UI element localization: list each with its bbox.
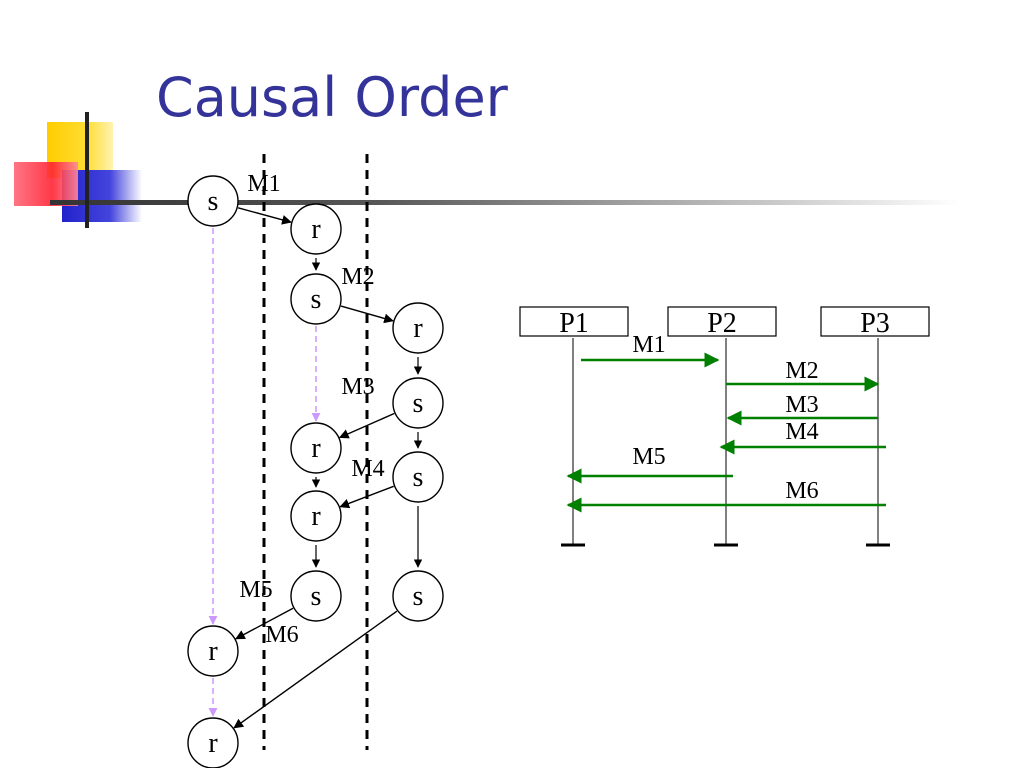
message-label-m6: M6: [265, 622, 298, 648]
timeline-message-label-m6: M6: [785, 478, 818, 504]
event-label: s: [311, 581, 322, 612]
event-label: r: [311, 501, 321, 532]
send-event: [392, 377, 444, 429]
message-arrow-m4: [339, 485, 394, 509]
event-label: r: [311, 214, 321, 245]
process-label-p3: P3: [860, 308, 890, 339]
title-underline: [50, 200, 960, 205]
event-label: s: [413, 462, 424, 493]
message-arrow-m3: [338, 412, 395, 439]
process-label-p1: P1: [559, 308, 589, 339]
event-label: s: [413, 581, 424, 612]
timeline-message-label-m1: M1: [632, 332, 665, 358]
slide-title: Causal Order: [156, 66, 508, 129]
message-arrow-m2: [340, 305, 394, 324]
event-label: s: [311, 284, 322, 315]
process-box-p3: [820, 306, 930, 337]
message-label-m1: M1: [247, 171, 280, 197]
send-event: [392, 451, 444, 503]
event-label: r: [208, 728, 218, 759]
receive-event: [187, 625, 239, 677]
message-arrow-m1: [237, 207, 292, 225]
timeline-message-label-m4: M4: [785, 419, 818, 445]
receive-event: [290, 203, 342, 255]
message-label-m2: M2: [341, 264, 374, 290]
receive-event: [187, 717, 239, 768]
event-label: r: [413, 313, 423, 344]
message-arrow-m5: [235, 607, 294, 640]
vertical-bar: [85, 112, 89, 228]
receive-event: [392, 302, 444, 354]
event-label: s: [208, 186, 219, 217]
receive-event: [290, 422, 342, 474]
event-label: r: [208, 636, 218, 667]
event-label: s: [413, 388, 424, 419]
process-box-p1: [519, 306, 629, 337]
process-box-p2: [667, 306, 777, 337]
send-event: [290, 273, 342, 325]
timeline-message-label-m2: M2: [785, 358, 818, 384]
process-label-p2: P2: [707, 308, 737, 339]
timeline-message-label-m3: M3: [785, 392, 818, 418]
message-arrow-m6: [233, 610, 398, 729]
message-label-m5: M5: [239, 577, 272, 603]
send-event: [392, 570, 444, 622]
message-label-m3: M3: [341, 374, 374, 400]
receive-event: [290, 490, 342, 542]
event-label: r: [311, 433, 321, 464]
message-label-m4: M4: [351, 456, 384, 482]
send-event: [187, 175, 239, 227]
red-square: [14, 162, 78, 206]
send-event: [290, 570, 342, 622]
timeline-message-label-m5: M5: [632, 444, 665, 470]
